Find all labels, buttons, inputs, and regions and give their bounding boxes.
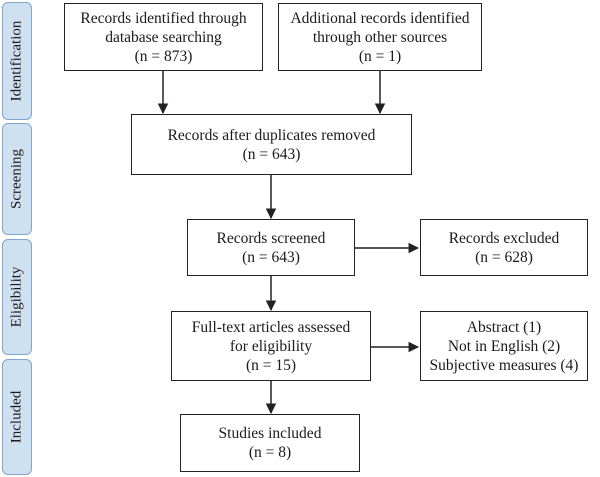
reason-subjective-measures: Subjective measures (4) (429, 356, 579, 374)
phase-eligibility: Eligibility (2, 239, 32, 355)
box-duplicates-removed: Records after duplicates removed (n = 64… (131, 114, 412, 175)
included-count: (n = 8) (248, 444, 292, 461)
screened-count: (n = 643) (242, 248, 300, 266)
box-records-excluded: Records excluded (n = 628) (420, 219, 588, 276)
excluded-count: (n = 628) (475, 248, 533, 266)
database-line-2: database searching (105, 28, 222, 46)
screened-line-1: Records screened (216, 229, 326, 247)
phase-included: Included (2, 359, 32, 475)
box-database-records: Records identified through database sear… (64, 3, 263, 71)
box-fulltext-exclusion-reasons: Abstract (1) Not in English (2) Subjecti… (420, 311, 588, 381)
other-sources-line-2: through other sources (312, 28, 448, 46)
fulltext-line-2: for eligibility (229, 337, 313, 355)
box-studies-included: Studies included (n = 8) (180, 414, 360, 472)
box-other-sources: Additional records identified through ot… (278, 3, 482, 71)
phase-identification: Identification (2, 2, 32, 120)
reason-not-english: Not in English (2) (447, 337, 561, 355)
included-line-1: Studies included (218, 425, 322, 442)
box-records-screened: Records screened (n = 643) (187, 219, 355, 276)
database-line-1: Records identified through (80, 9, 247, 27)
fulltext-line-1: Full-text articles assessed (191, 318, 351, 336)
fulltext-count: (n = 15) (245, 356, 297, 374)
other-sources-line-1: Additional records identified (290, 9, 470, 27)
duplicates-count: (n = 643) (242, 145, 301, 163)
phase-screening: Screening (2, 123, 32, 235)
excluded-line-1: Records excluded (448, 229, 560, 247)
duplicates-line-1: Records after duplicates removed (167, 126, 376, 144)
reason-abstract: Abstract (1) (466, 318, 542, 336)
other-sources-count: (n = 1) (358, 47, 402, 65)
box-fulltext-assessed: Full-text articles assessed for eligibil… (171, 311, 371, 381)
database-count: (n = 873) (134, 47, 193, 65)
